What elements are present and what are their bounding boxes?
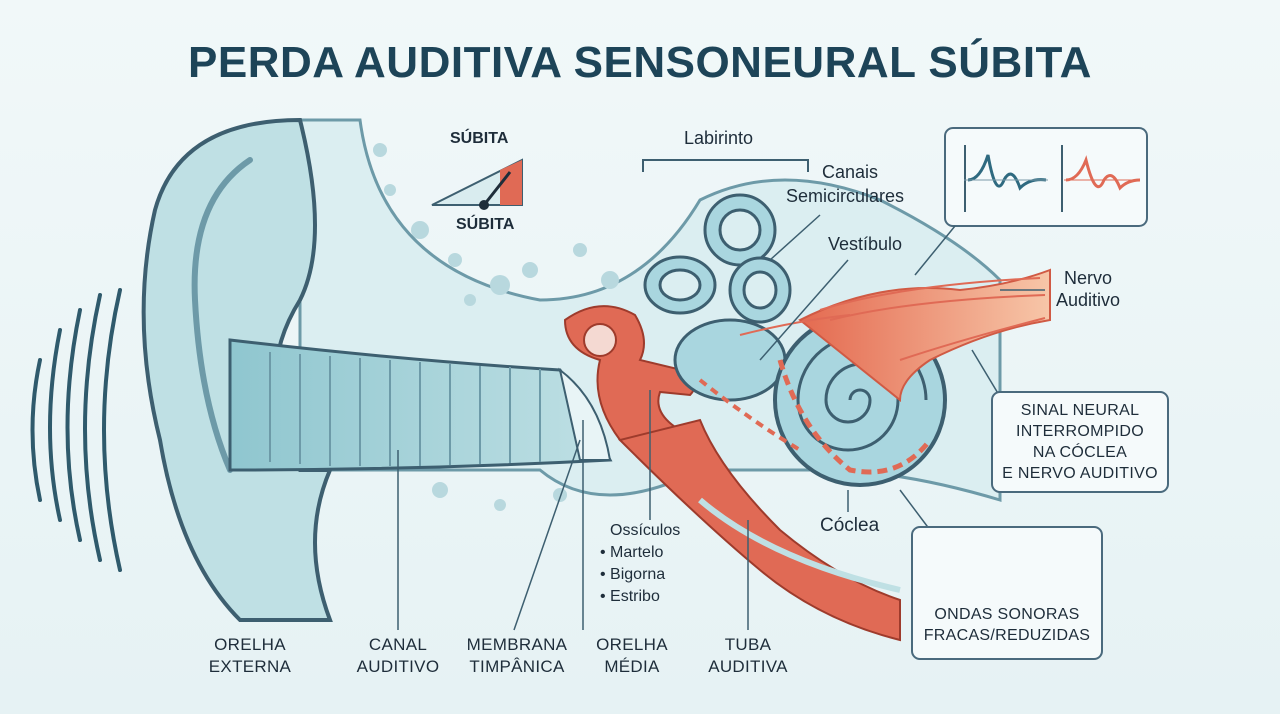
auditory-nerve [798,268,1051,403]
caption-line-2: EXTERNA [208,657,292,676]
outer-ear-fold [191,157,253,473]
signal-box-line-4: E NERVO AUDITIVO [1002,465,1158,482]
caption-orelha-media: ORELHA MÉDIA [584,634,680,678]
caption-line-1: TUBA [724,635,772,654]
ossiculo-martelo: • Martelo [600,544,664,561]
caption-line-2: MÉDIA [604,657,660,676]
incus-head [583,323,617,357]
caption-membrana-timpanica: MEMBRANA TIMPÂNICA [456,634,578,678]
bone-texture [373,143,619,511]
caption-orelha-externa: ORELHA EXTERNA [190,634,310,678]
label-ossiculos: Ossículos [610,522,681,539]
signal-waveform-panel [944,127,1148,227]
waves-box-line-1: ONDAS SONORAS [934,606,1080,623]
caption-line-1: ORELHA [596,635,668,654]
label-nervo: Nervo [1064,268,1113,288]
canal-ridges [269,352,541,466]
label-semicirculares: Semicirculares [786,186,905,206]
caption-line-2: TIMPÂNICA [469,657,565,676]
signal-box-frame [991,391,1169,493]
label-auditivo: Auditivo [1056,290,1121,310]
gauge-top-label: SÚBITA [450,130,509,147]
caption-line-1: ORELHA [214,635,286,654]
tube-wall [698,497,901,593]
signal-box-line-1: SINAL NEURAL [1020,402,1140,419]
waves-box-line-2: FRACAS/REDUZIDAS [923,627,1091,644]
caption-line-2: AUDITIVO [356,657,440,676]
caption-canal-auditivo: CANAL AUDITIVO [340,634,456,678]
nerve-fibers [739,277,1046,361]
semicircular-canals [643,193,792,324]
gauge-bottom-label: SÚBITA [456,216,515,233]
ossiculo-estribo: • Estribo [600,588,660,605]
leader-lines [397,214,1045,631]
gauge-icon [431,158,523,210]
label-coclea: Cóclea [820,515,880,536]
label-canais: Canais [822,162,879,182]
tympanic-membrane [558,367,612,461]
caption-line-2: AUDITIVA [708,657,788,676]
eustachian-tube [618,418,901,642]
labyrinth-bracket [642,159,809,172]
signal-box-line-2: INTERROMPIDO [1015,423,1145,440]
caption-tuba-auditiva: TUBA AUDITIVA [700,634,796,678]
page-title: PERDA AUDITIVA SENSONEURAL SÚBITA [188,38,1092,87]
sound-waves [30,288,122,572]
signal-box-line-3: NA CÓCLEA [1032,444,1128,461]
ossiculo-bigorna: • Bigorna [600,566,666,583]
waves-box-frame [911,526,1103,660]
label-labirinto: Labirinto [684,128,754,148]
vestibule [673,318,787,402]
caption-line-1: CANAL [368,635,428,654]
caption-line-1: MEMBRANA [466,635,568,654]
label-vestibulo: Vestíbulo [828,234,903,254]
